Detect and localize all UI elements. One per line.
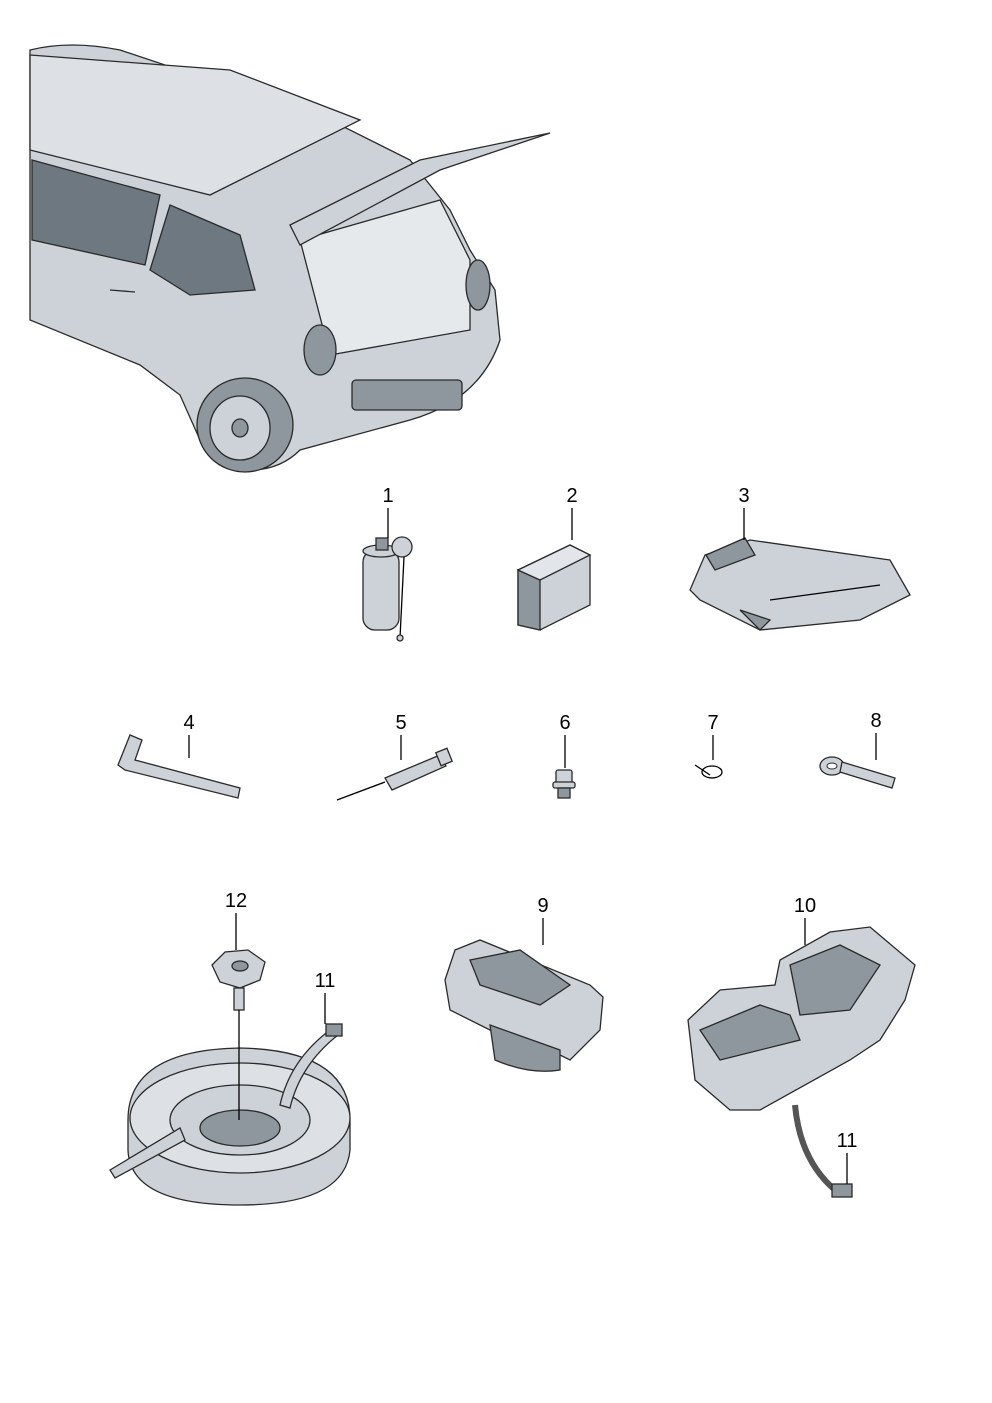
part-4-wheel-wrench xyxy=(117,734,241,799)
leader-lines xyxy=(188,508,877,1184)
callout-5: 5 xyxy=(395,712,406,734)
callout-11-tray: 11 xyxy=(837,1130,858,1152)
spare-wheel xyxy=(109,1010,351,1206)
callout-8: 8 xyxy=(870,710,881,732)
part-7-clip xyxy=(694,764,723,779)
part-8-towing-eye xyxy=(819,756,896,789)
callout-6: 6 xyxy=(559,712,570,734)
part-3-jack xyxy=(689,537,911,631)
callout-10: 10 xyxy=(794,895,816,917)
callout-2: 2 xyxy=(566,485,577,507)
callout-9: 9 xyxy=(537,895,548,917)
part-6-bolt xyxy=(552,769,576,799)
part-11-cable xyxy=(792,1104,853,1198)
callout-4: 4 xyxy=(183,712,194,734)
part-10-tool-tray-large xyxy=(687,926,916,1111)
car-illustration xyxy=(29,44,551,473)
callout-7: 7 xyxy=(707,712,718,734)
callout-12: 12 xyxy=(225,890,247,912)
part-5-screwdriver xyxy=(336,747,454,801)
callout-3: 3 xyxy=(738,485,749,507)
part-2-compressor-box xyxy=(516,544,592,631)
callout-11-wheel: 11 xyxy=(315,970,336,992)
part-9-tool-tray xyxy=(444,939,604,1072)
part-1-tire-sealant-bottle xyxy=(362,536,413,642)
part-12-wheel-securing-knob xyxy=(211,949,266,1011)
callout-1: 1 xyxy=(382,485,393,507)
